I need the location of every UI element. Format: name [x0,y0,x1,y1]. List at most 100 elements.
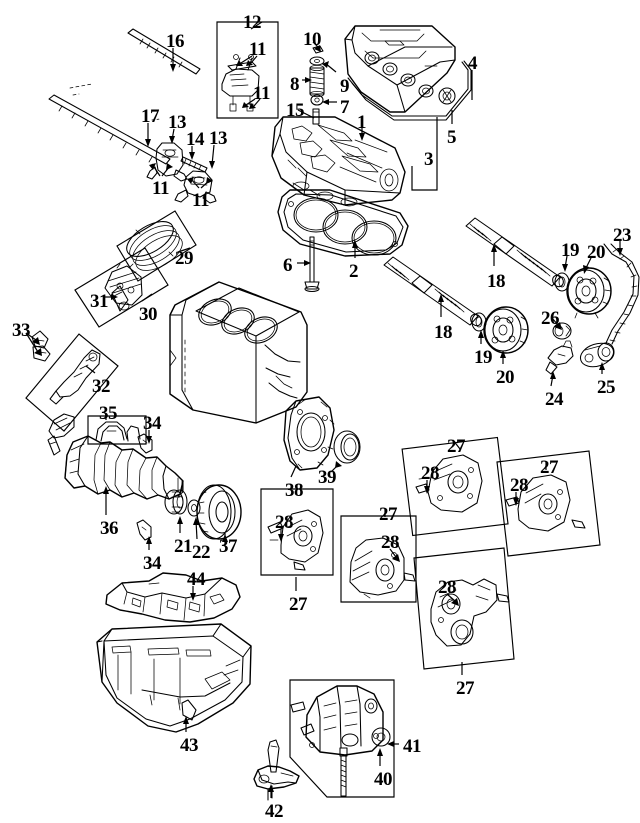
callout-17-rocker-shaft: 17 [141,106,160,127]
part-cylinder-head [271,116,406,207]
callout-34-thrust-washer: 34 [143,413,162,434]
callout-33-rod-bearing: 33 [12,320,31,341]
part-thrust-washer-bottom [136,519,152,541]
callout-28-timing-cover: 28 [421,463,440,484]
part-timing-belt [603,243,640,345]
callout-42-oil-strainer: 42 [265,801,284,822]
callout-20-cam-pulley: 20 [587,242,606,263]
callout-6-valve: 6 [283,255,293,276]
part-piston-ring-set [116,210,197,282]
part-rocker-shaft-lower [48,94,171,165]
callout-2-head-gasket: 2 [349,261,359,282]
part-oil-pan [96,623,252,733]
part-camshaft-rear [383,256,482,327]
callout-44-baffle-plate: 44 [187,569,206,590]
callout-35-main-bearing: 35 [99,403,118,424]
part-rear-main-seal [333,430,361,464]
part-camshaft-pulley-1 [566,267,612,319]
callout-27-timing-cover-kit: 27 [456,678,475,699]
part-valve-cover [344,25,456,113]
callout-26-cap: 26 [541,308,560,329]
part-timing-belt-cover-3 [260,488,334,576]
callout-16-rocker-shaft: 16 [166,31,185,52]
callout-10-keeper: 10 [303,29,322,50]
callout-36-crankshaft: 36 [100,518,119,539]
part-valve-spring [309,65,325,97]
callout-11-bolt: 11 [192,190,209,211]
callout-27-timing-cover-kit: 27 [447,436,466,457]
callout-13-rocker-arm: 13 [168,112,187,133]
callout-22-washer: 22 [192,542,211,563]
callout-39-rear-main-seal: 39 [318,467,337,488]
part-timing-belt-cover-1 [401,436,509,537]
callout-3-valve-cover-gasket: 3 [424,149,434,170]
part-thrust-washer-top [137,433,153,454]
callout-18-camshaft: 18 [487,271,506,292]
leader-lines [25,21,623,798]
part-dowel-pin [312,108,320,125]
part-rod-bearing [31,330,51,362]
callout-23-timing-belt: 23 [613,225,632,246]
part-rocker-spring [180,156,208,173]
callout-13-rocker-arm: 13 [209,128,228,149]
callout-32-connecting-rod: 32 [92,376,111,397]
part-bushing [579,342,615,368]
callout-27-timing-cover-kit: 27 [540,457,559,478]
callout-34-thrust-washer: 34 [143,553,162,574]
callout-43-oil-pan: 43 [180,735,199,756]
callout-24-sensor: 24 [545,389,564,410]
callout-28-timing-cover: 28 [381,532,400,553]
callout-7-seal: 7 [340,97,350,118]
part-piston-pin [111,285,130,312]
part-piston [74,247,169,328]
part-grommet [438,87,456,105]
part-timing-belt-cover-4 [340,515,417,603]
callout-11-bolt: 11 [253,83,270,104]
callout-38-rear-main-cover: 38 [285,480,304,501]
callout-4-cover-seal: 4 [468,53,478,74]
callout-15-dowel-pin: 15 [286,100,305,121]
part-engine-block [169,281,308,424]
part-main-bearing [87,415,147,445]
part-crank-position-sensor [545,340,574,375]
callout-19-cam-seal: 19 [561,240,580,261]
callout-28-timing-cover: 28 [510,475,529,496]
callout-8-spring: 8 [290,74,300,95]
callout-14-spring-collar: 14 [186,129,205,150]
callout-5-grommet: 5 [447,127,457,148]
callout-41-oil-pump: 41 [403,736,422,757]
callout-19-cam-seal: 19 [474,347,493,368]
part-rocker-arm-b [174,170,217,204]
part-oil-pump-seal [371,727,391,747]
part-rocker-shaft-upper [127,28,201,75]
callout-11-bolt: 11 [249,39,266,60]
part-valve-cover-gasket [347,60,472,121]
part-oil-pump-bolt [339,747,348,797]
callout-18-camshaft: 18 [434,322,453,343]
part-timing-belt-cover-5 [413,547,515,670]
callout-40-oil-pump-bolt: 40 [374,769,393,790]
callout-25-bushing: 25 [597,377,616,398]
callout-31-piston-pin: 31 [90,291,109,312]
callout-28-timing-cover: 28 [438,577,457,598]
part-crankshaft-pulley [196,484,242,540]
callout-30-piston: 30 [139,304,158,325]
part-head-gasket [277,189,409,257]
callout-20-cam-pulley: 20 [496,367,515,388]
part-oil-pump [289,679,395,798]
part-crankshaft [64,435,184,500]
callout-29-piston-rings: 29 [175,248,194,269]
part-intake-valve [304,236,320,293]
callout-28-timing-cover: 28 [275,512,294,533]
part-rear-main-cover [283,396,335,471]
callout-9-retainer: 9 [340,76,350,97]
callout-21-crank-sprocket: 21 [174,536,193,557]
part-valve-stem-seal [310,94,324,106]
callout-27-timing-cover-kit: 27 [289,594,308,615]
part-baffle-plate [105,572,241,623]
part-oil-strainer [253,739,300,801]
callout-11-bolt: 11 [152,178,169,199]
part-valve-retainer [309,56,325,66]
callout-37-crank-pulley: 37 [219,536,238,557]
